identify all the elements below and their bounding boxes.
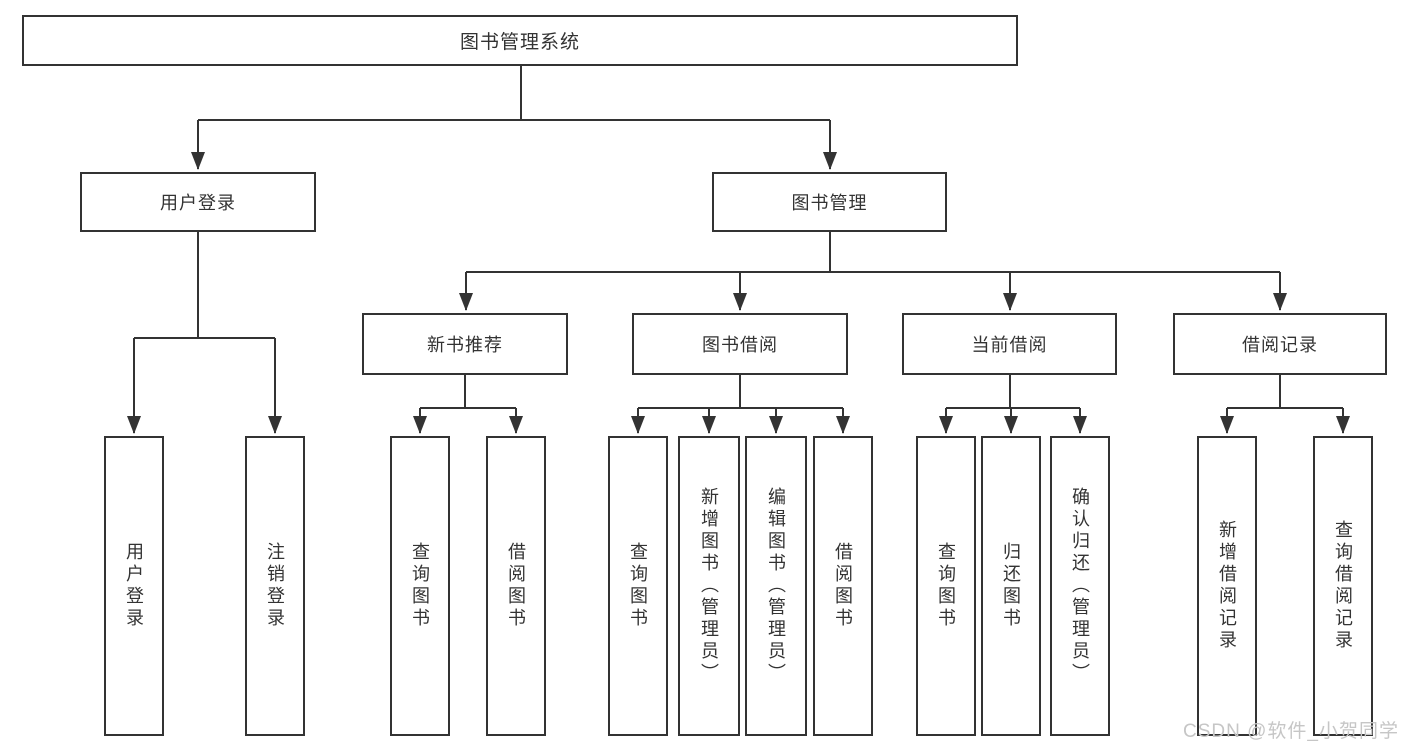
leaf-return-book: 归还图书 [981,436,1041,736]
leaf-recommend-borrow-books-label: 借阅图书 [506,542,526,630]
leaf-return-book-label: 归还图书 [1001,542,1021,630]
leaf-recommend-query-books-label: 查询图书 [410,542,430,630]
leaf-borrow-book-label: 借阅图书 [833,542,853,630]
leaf-borrow-book: 借阅图书 [813,436,873,736]
leaf-add-book-admin-label: 新增图书（管理员） [699,487,719,685]
leaf-edit-book-admin-label: 编辑图书（管理员） [766,487,786,685]
leaf-confirm-return-admin-label: 确认归还（管理员） [1070,487,1090,685]
node-root-library-system: 图书管理系统 [22,15,1018,66]
node-user-login-branch: 用户登录 [80,172,316,232]
node-current-borrow: 当前借阅 [902,313,1117,375]
leaf-edit-book-admin: 编辑图书（管理员） [745,436,807,736]
leaf-recommend-query-books: 查询图书 [390,436,450,736]
csdn-watermark: CSDN @软件_小贺同学 [1183,721,1399,742]
node-book-management-branch: 图书管理 [712,172,947,232]
leaf-current-query-books: 查询图书 [916,436,976,736]
leaf-recommend-borrow-books: 借阅图书 [486,436,546,736]
node-book-borrow: 图书借阅 [632,313,848,375]
leaf-user-login: 用户登录 [104,436,164,736]
leaf-current-query-books-label: 查询图书 [936,542,956,630]
node-new-book-recommend: 新书推荐 [362,313,568,375]
leaf-add-book-admin: 新增图书（管理员） [678,436,740,736]
leaf-add-borrow-record-label: 新增借阅记录 [1217,520,1237,652]
leaf-logout-label: 注销登录 [265,542,285,630]
leaf-logout: 注销登录 [245,436,305,736]
leaf-add-borrow-record: 新增借阅记录 [1197,436,1257,736]
leaf-query-borrow-record-label: 查询借阅记录 [1333,520,1353,652]
leaf-borrow-query-books: 查询图书 [608,436,668,736]
leaf-confirm-return-admin: 确认归还（管理员） [1050,436,1110,736]
leaf-query-borrow-record: 查询借阅记录 [1313,436,1373,736]
leaf-borrow-query-books-label: 查询图书 [628,542,648,630]
node-borrow-records: 借阅记录 [1173,313,1387,375]
leaf-user-login-label: 用户登录 [124,542,144,630]
